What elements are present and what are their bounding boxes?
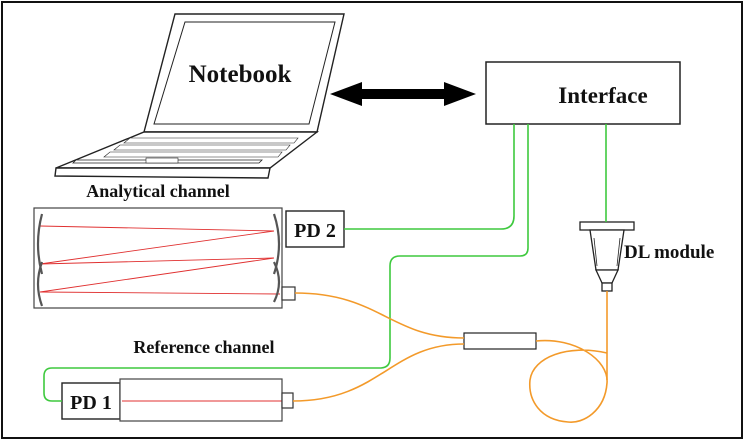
analytical-channel-label: Analytical channel — [86, 181, 230, 201]
interface-label: Interface — [558, 83, 647, 108]
dl-module-label: DL module — [624, 242, 714, 263]
laptop-icon — [54, 13, 345, 179]
cable-interface-pd2 — [344, 124, 515, 230]
fiber-coupler — [463, 332, 537, 350]
fiber-coil-icon — [529, 339, 608, 423]
reference-channel-label: Reference channel — [133, 337, 274, 357]
reference-fiber-port — [281, 392, 294, 409]
laser-beam-path — [39, 225, 281, 295]
fiber-analytical — [294, 292, 465, 339]
electrical-cables — [43, 124, 607, 402]
pd2-box — [285, 210, 345, 248]
reference-cell — [119, 378, 283, 422]
fiber-reference — [292, 343, 465, 402]
mirror-icon — [36, 213, 281, 307]
analytical-fiber-port — [281, 286, 296, 301]
interface-box — [485, 61, 681, 125]
cable-interface-pd1 — [43, 124, 529, 402]
double-arrow-icon — [330, 82, 476, 106]
pd1-label: PD 1 — [70, 392, 112, 414]
analytical-cell — [33, 207, 283, 309]
pd1-box — [61, 382, 121, 420]
notebook-label: Notebook — [189, 61, 292, 88]
pd2-label: PD 2 — [294, 220, 336, 242]
dl-module-icon — [579, 221, 635, 292]
optical-fibers — [292, 291, 608, 423]
